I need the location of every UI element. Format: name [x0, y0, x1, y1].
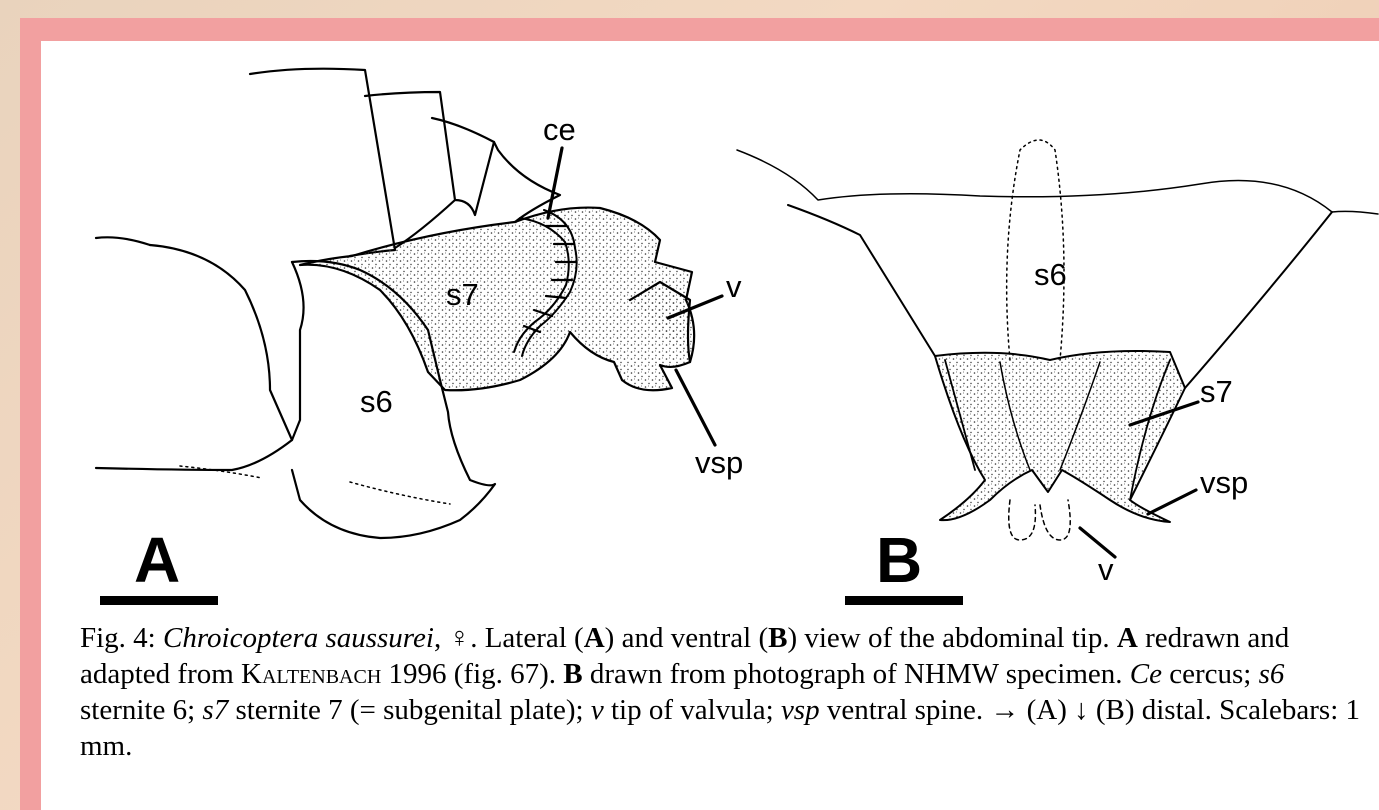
caption-text: sternite 7 (= subgenital plate);: [228, 694, 591, 726]
panel-a-drawing: [96, 69, 694, 538]
caption-text: ) and ventral (: [605, 622, 768, 654]
caption-text: cercus;: [1162, 658, 1259, 690]
caption-bold-b: B: [563, 658, 582, 690]
label-a-ce: ce: [543, 112, 576, 147]
panel-a-letter: A: [134, 524, 180, 596]
caption-term-s6: s6: [1259, 658, 1285, 690]
caption-text: , ♀. Lateral (: [434, 622, 584, 654]
scalebar-b: [845, 596, 963, 605]
label-a-s7: s7: [446, 277, 479, 312]
caption-text: tip of valvula;: [604, 694, 781, 726]
caption-term-ce: Ce: [1130, 658, 1162, 690]
label-b-vsp: vsp: [1200, 465, 1248, 500]
caption-bold-a: A: [584, 622, 605, 654]
panel-b-drawing: [737, 140, 1378, 540]
caption-bold-a: A: [1117, 622, 1138, 654]
panel-b-letter: B: [876, 524, 922, 596]
caption-author: Kaltenbach: [241, 658, 381, 690]
caption-fig-label: Fig. 4:: [80, 622, 156, 654]
caption-text: ) view of the abdominal tip.: [787, 622, 1116, 654]
caption-text: sternite 6;: [80, 694, 202, 726]
label-a-s6: s6: [360, 384, 393, 419]
caption-species: Chroicoptera saussurei: [163, 622, 434, 654]
label-b-s7: s7: [1200, 374, 1233, 409]
caption-text: 1996 (fig. 67).: [381, 658, 563, 690]
panel-b-s7-plate: [935, 351, 1185, 522]
figure-caption: Fig. 4: Chroicoptera saussurei, ♀. Later…: [80, 620, 1370, 764]
scalebar-a: [100, 596, 218, 605]
label-a-vsp: vsp: [695, 445, 743, 480]
label-a-v: v: [726, 269, 742, 304]
caption-term-s7: s7: [202, 694, 228, 726]
label-b-v: v: [1098, 552, 1114, 587]
caption-term-v: v: [591, 694, 604, 726]
caption-term-vsp: vsp: [781, 694, 820, 726]
caption-bold-b: B: [768, 622, 787, 654]
label-b-s6: s6: [1034, 257, 1067, 292]
caption-text: drawn from photograph of NHMW specimen.: [583, 658, 1130, 690]
